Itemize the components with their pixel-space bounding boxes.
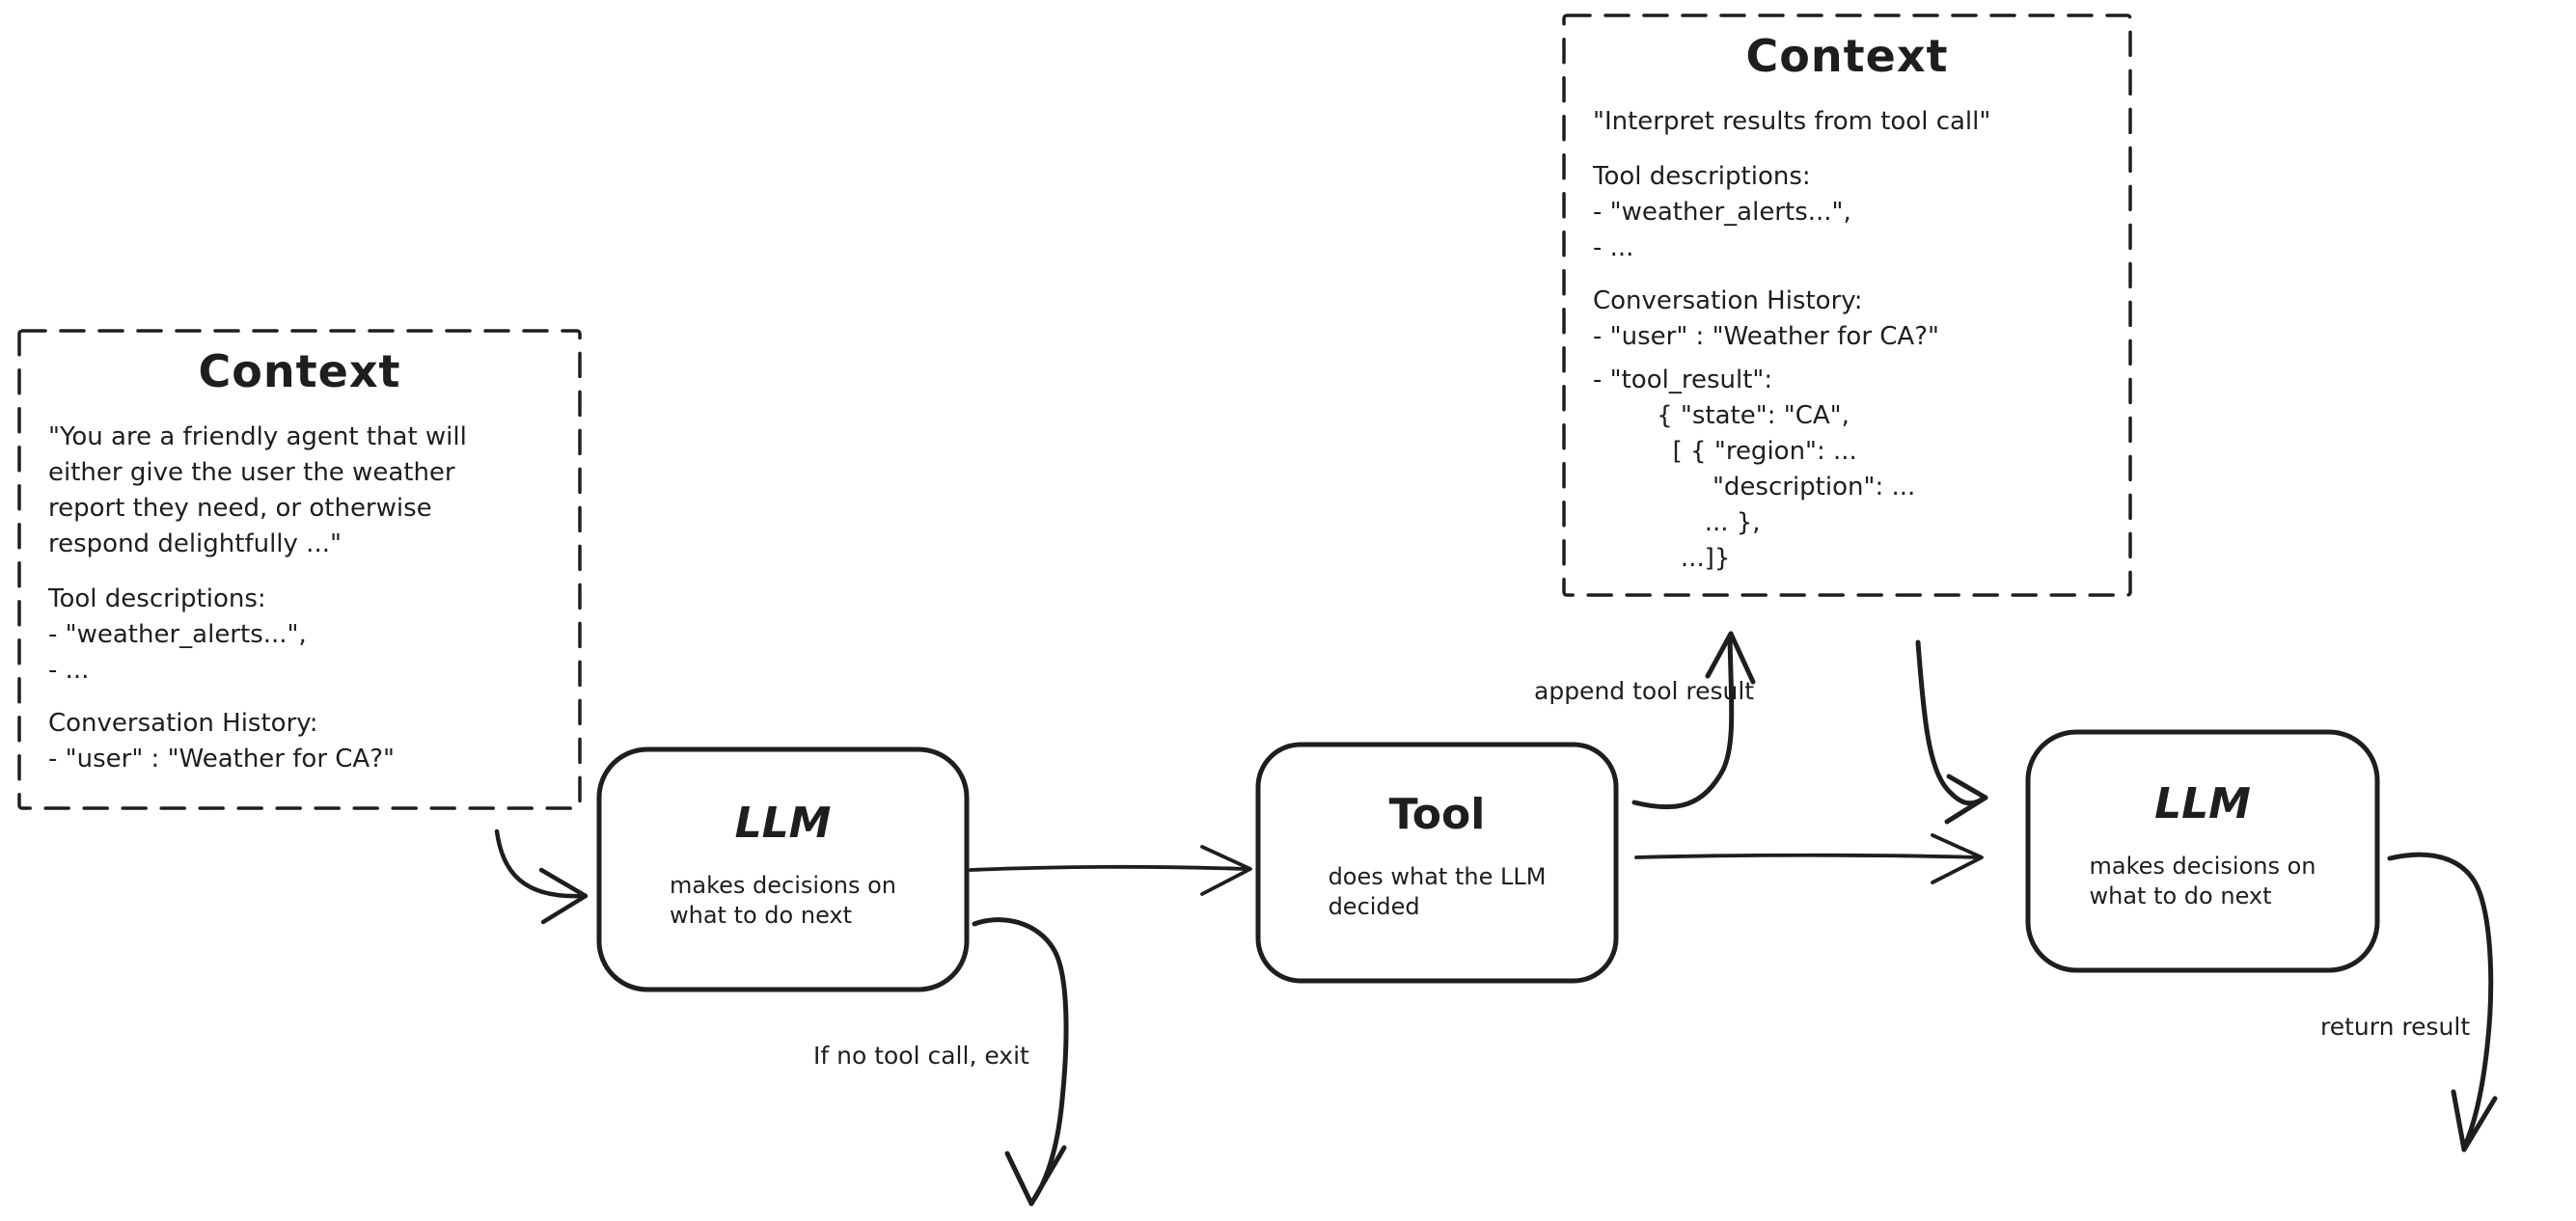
text-line: - "user" : "Weather for CA?" [1593,322,1939,351]
tool-title: Tool [1388,790,1486,839]
arrow-llm1-exit [972,917,1069,1207]
text-line: - "weather_alerts...", [1593,198,1851,227]
llm1-subtitle: makes decisions on what to do next [670,871,896,931]
llm1-border [596,746,970,992]
text-line: Tool descriptions: [48,584,266,613]
node-llm-2: LLM makes decisions on what to do next [2028,732,2377,970]
text-line: - "user" : "Weather for CA?" [48,745,395,773]
node-tool: Tool does what the LLM decided [1258,745,1616,981]
label-append-tool-result: append tool result [1534,677,1755,705]
node-llm-1: LLM makes decisions on what to do next [599,749,967,990]
text-line: - "weather_alerts...", [48,620,307,649]
text-line: - "tool_result": [1593,366,1773,394]
arrow-llm1-to-tool [969,845,1252,896]
text-line: Tool descriptions: [1593,162,1811,191]
text-line: makes decisions on [670,872,896,899]
text-line: [ { "region": ... [1593,437,1857,466]
text-line: either give the user the weather [48,458,455,487]
text-line: "description": ... [1593,473,1916,502]
text-line: - ... [1593,233,1634,262]
text-line: what to do next [670,902,853,929]
context-box-left: Context "You are a friendly agent that w… [19,331,580,808]
text-line: ... }, [1593,508,1761,537]
tool-descriptions-text: Tool descriptions: - "weather_alerts..."… [1593,159,2101,266]
arrow-llm2-return [2387,852,2498,1153]
text-line: { "state": "CA", [1593,401,1850,430]
tool-border [1255,742,1619,984]
interpret-instruction-text: "Interpret results from tool call" [1593,104,2101,140]
tool-subtitle: does what the LLM decided [1329,862,1547,922]
text-line: Conversation History: [48,709,318,738]
tool-result-text: - "tool_result": { "state": "CA", [ { "r… [1593,363,2101,577]
text-line: "Interpret results from tool call" [1593,107,1991,136]
llm2-border [2025,729,2380,973]
context-left-border [17,329,582,810]
text-line: - ... [48,656,90,685]
text-line: makes decisions on [2089,853,2316,880]
context-box-top: Context "Interpret results from tool cal… [1564,15,2130,595]
llm2-title: LLM [2154,779,2251,828]
llm1-title: LLM [734,799,832,848]
text-line: decided [1328,893,1420,920]
arrow-tool-to-context-top [1631,631,1756,810]
tool-descriptions-text: Tool descriptions: - "weather_alerts..."… [48,582,551,689]
arrow-tool-to-llm2 [1634,833,1984,884]
text-line: respond delightfully ..." [48,529,342,558]
system-prompt-text: "You are a friendly agent that will eith… [48,420,551,562]
conversation-history-text: Conversation History: - "user" : "Weathe… [1593,284,2101,355]
conversation-history-text: Conversation History: - "user" : "Weathe… [48,706,551,777]
arrow-context-left-to-llm1 [494,828,589,925]
text-line: "You are a friendly agent that will [48,422,467,451]
text-line: ...]} [1593,544,1731,573]
llm2-subtitle: makes decisions on what to do next [2090,852,2316,911]
text-line: does what the LLM [1328,863,1547,890]
text-line: Conversation History: [1593,286,1863,315]
context-left-title: Context [198,345,401,397]
text-line: what to do next [2089,882,2272,909]
context-top-border [1562,14,2132,597]
arrow-context-top-to-llm2 [1915,639,1988,825]
context-top-title: Context [1745,30,1949,82]
text-line: report they need, or otherwise [48,494,432,523]
label-return-result: return result [2320,1013,2471,1041]
label-if-no-tool-call-exit: If no tool call, exit [813,1042,1029,1070]
